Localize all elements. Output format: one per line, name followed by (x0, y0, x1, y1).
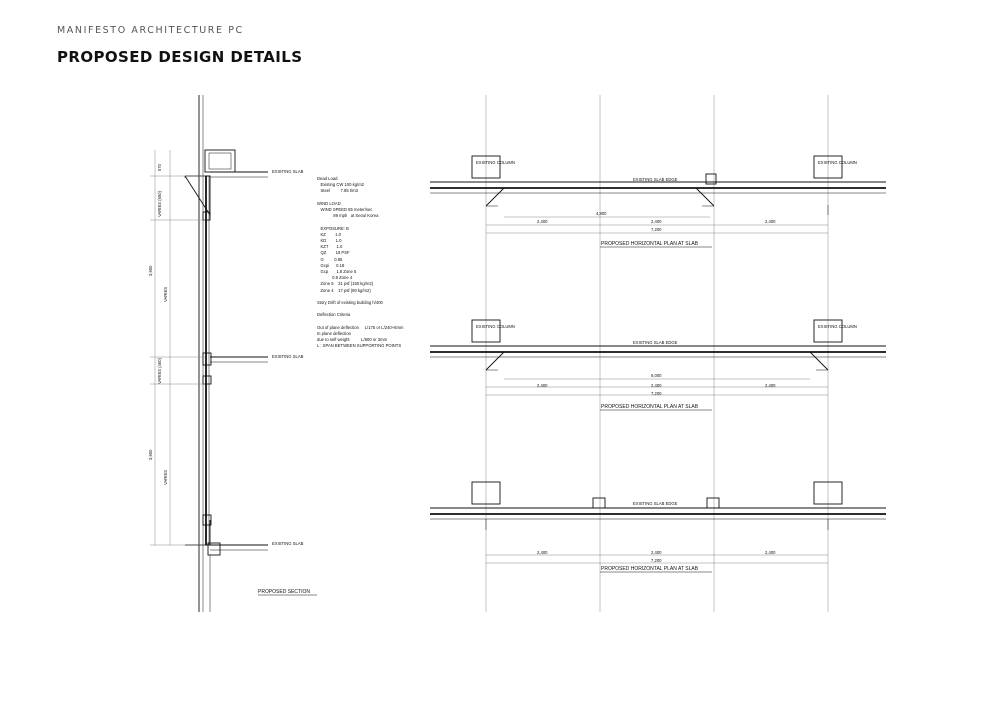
section-caption: PROPOSED SECTION (258, 589, 310, 595)
plan2-column-right: EXISTING COLUMN (818, 324, 857, 329)
page-title: PROPOSED DESIGN DETAILS (57, 48, 303, 66)
note-line: KZT 1.0 (317, 244, 343, 250)
note-line: In plane deflection (317, 331, 351, 337)
dim-570: 570 (157, 163, 162, 171)
brand-name: MANIFESTO ARCHITECTURE PC (57, 25, 244, 36)
note-line: 89 mph at Seoul Korea (317, 213, 379, 219)
section-slab-label-2: EXISTING SLAB (272, 354, 304, 359)
section-slab-label-1: EXISTING SLAB (272, 169, 304, 174)
note-line: 0.9 Zone 4 (317, 275, 353, 281)
note-line: Deflection Criteria (317, 312, 351, 318)
dim-floor-2: 3,900 (148, 449, 153, 460)
plan2-span-total: 6,000 (651, 373, 662, 378)
section-slab-label-3: EXISTING SLAB (272, 541, 304, 546)
plan2-dim-3: 2,400 (765, 383, 776, 388)
note-line: Gcp 1.8 Zone 5 (317, 269, 357, 275)
note-line: Story Drift of existing building h/400 (317, 300, 383, 306)
section-drawing: EXISTING SLAB EXISTING SLAB EXISTING SLA… (148, 95, 317, 612)
note-line: Existing CW 100 kg/m2 (317, 182, 365, 188)
dim-varies-650: VARIES (650) (157, 190, 162, 217)
plan3-caption: PROPOSED HORIZONTAL PLAN AT SLAB (601, 566, 699, 572)
plan2-overall: 7,200 (651, 391, 662, 396)
plan2-slab-edge: EXISTING SLAB EDGE (633, 340, 678, 345)
note-line: Gcpi 0.18 (317, 262, 345, 268)
plan1-dim-2: 2,400 (651, 219, 662, 224)
note-line: Out of plane deflection L/175 or L/240+6… (317, 324, 404, 330)
note-line: KD 1.0 (317, 238, 342, 244)
plan1-column-left: EXISTING COLUMN (476, 160, 515, 165)
plan3-slab-edge: EXISTING SLAB EDGE (633, 501, 678, 506)
dim-floor-1: 3,900 (148, 265, 153, 276)
note-line: L : SPAN BETWEEN SUPPORTING POINTS (317, 343, 402, 349)
dim-varies-b: VARIES (163, 470, 168, 485)
plan3-dim-2: 2,400 (651, 550, 662, 555)
plan3-dim-1: 2,400 (537, 550, 548, 555)
note-line: WIND LOAD (317, 200, 341, 206)
dim-varies-a: VARIES (163, 287, 168, 302)
plan1-overall: 7,200 (651, 227, 662, 232)
plan1-slab-edge: EXISTING SLAB EDGE (633, 177, 678, 182)
structural-notes: Dead Load Existing CW 100 kg/m2 Steel 7.… (317, 176, 427, 350)
note-line: QZ 18 PSF (317, 250, 350, 256)
note-line: Steel 7.85 t/m3 (317, 188, 358, 194)
plan2-dim-1: 2,400 (537, 383, 548, 388)
note-line: WIND SPEED 85 meter/sec (317, 207, 373, 213)
dim-varies-460: VARIES (460) (157, 357, 162, 384)
plan1-dim-1: 2,400 (537, 219, 548, 224)
plan-3: EXISTING SLAB EDGE 2,400 2,400 2,400 7,2… (430, 481, 886, 573)
note-line: Zone 4 17 psf (80 kg/m2) (317, 287, 371, 293)
plan-1: EXISTING COLUMN EXISTING COLUMN EXISTING… (430, 155, 886, 248)
plan-gridlines (485, 95, 829, 612)
note-line: G 0.85 (317, 256, 343, 262)
plan2-caption: PROPOSED HORIZONTAL PLAN AT SLAB (601, 404, 699, 410)
note-line: Dead Load (317, 176, 338, 181)
plan2-dim-2: 2,400 (651, 383, 662, 388)
plan1-dim-3: 2,400 (765, 219, 776, 224)
note-line: Zone 5 31 psf (150 kg/m2) (317, 281, 374, 287)
plan-2: EXISTING COLUMN EXISTING COLUMN EXISTING… (430, 319, 886, 411)
plan1-column-right: EXISTING COLUMN (818, 160, 857, 165)
note-line: KZ 1.0 (317, 231, 341, 237)
note-line: due to self weight L/600 or 3mm (317, 337, 388, 343)
plan3-overall: 7,200 (651, 558, 662, 563)
plan1-span-total: 4,800 (596, 211, 607, 216)
plan2-column-left: EXISTING COLUMN (476, 324, 515, 329)
plan3-dim-3: 2,400 (765, 550, 776, 555)
plan1-caption: PROPOSED HORIZONTAL PLAN AT SLAB (601, 241, 699, 247)
note-line: EXPOSURE: B (317, 225, 349, 231)
